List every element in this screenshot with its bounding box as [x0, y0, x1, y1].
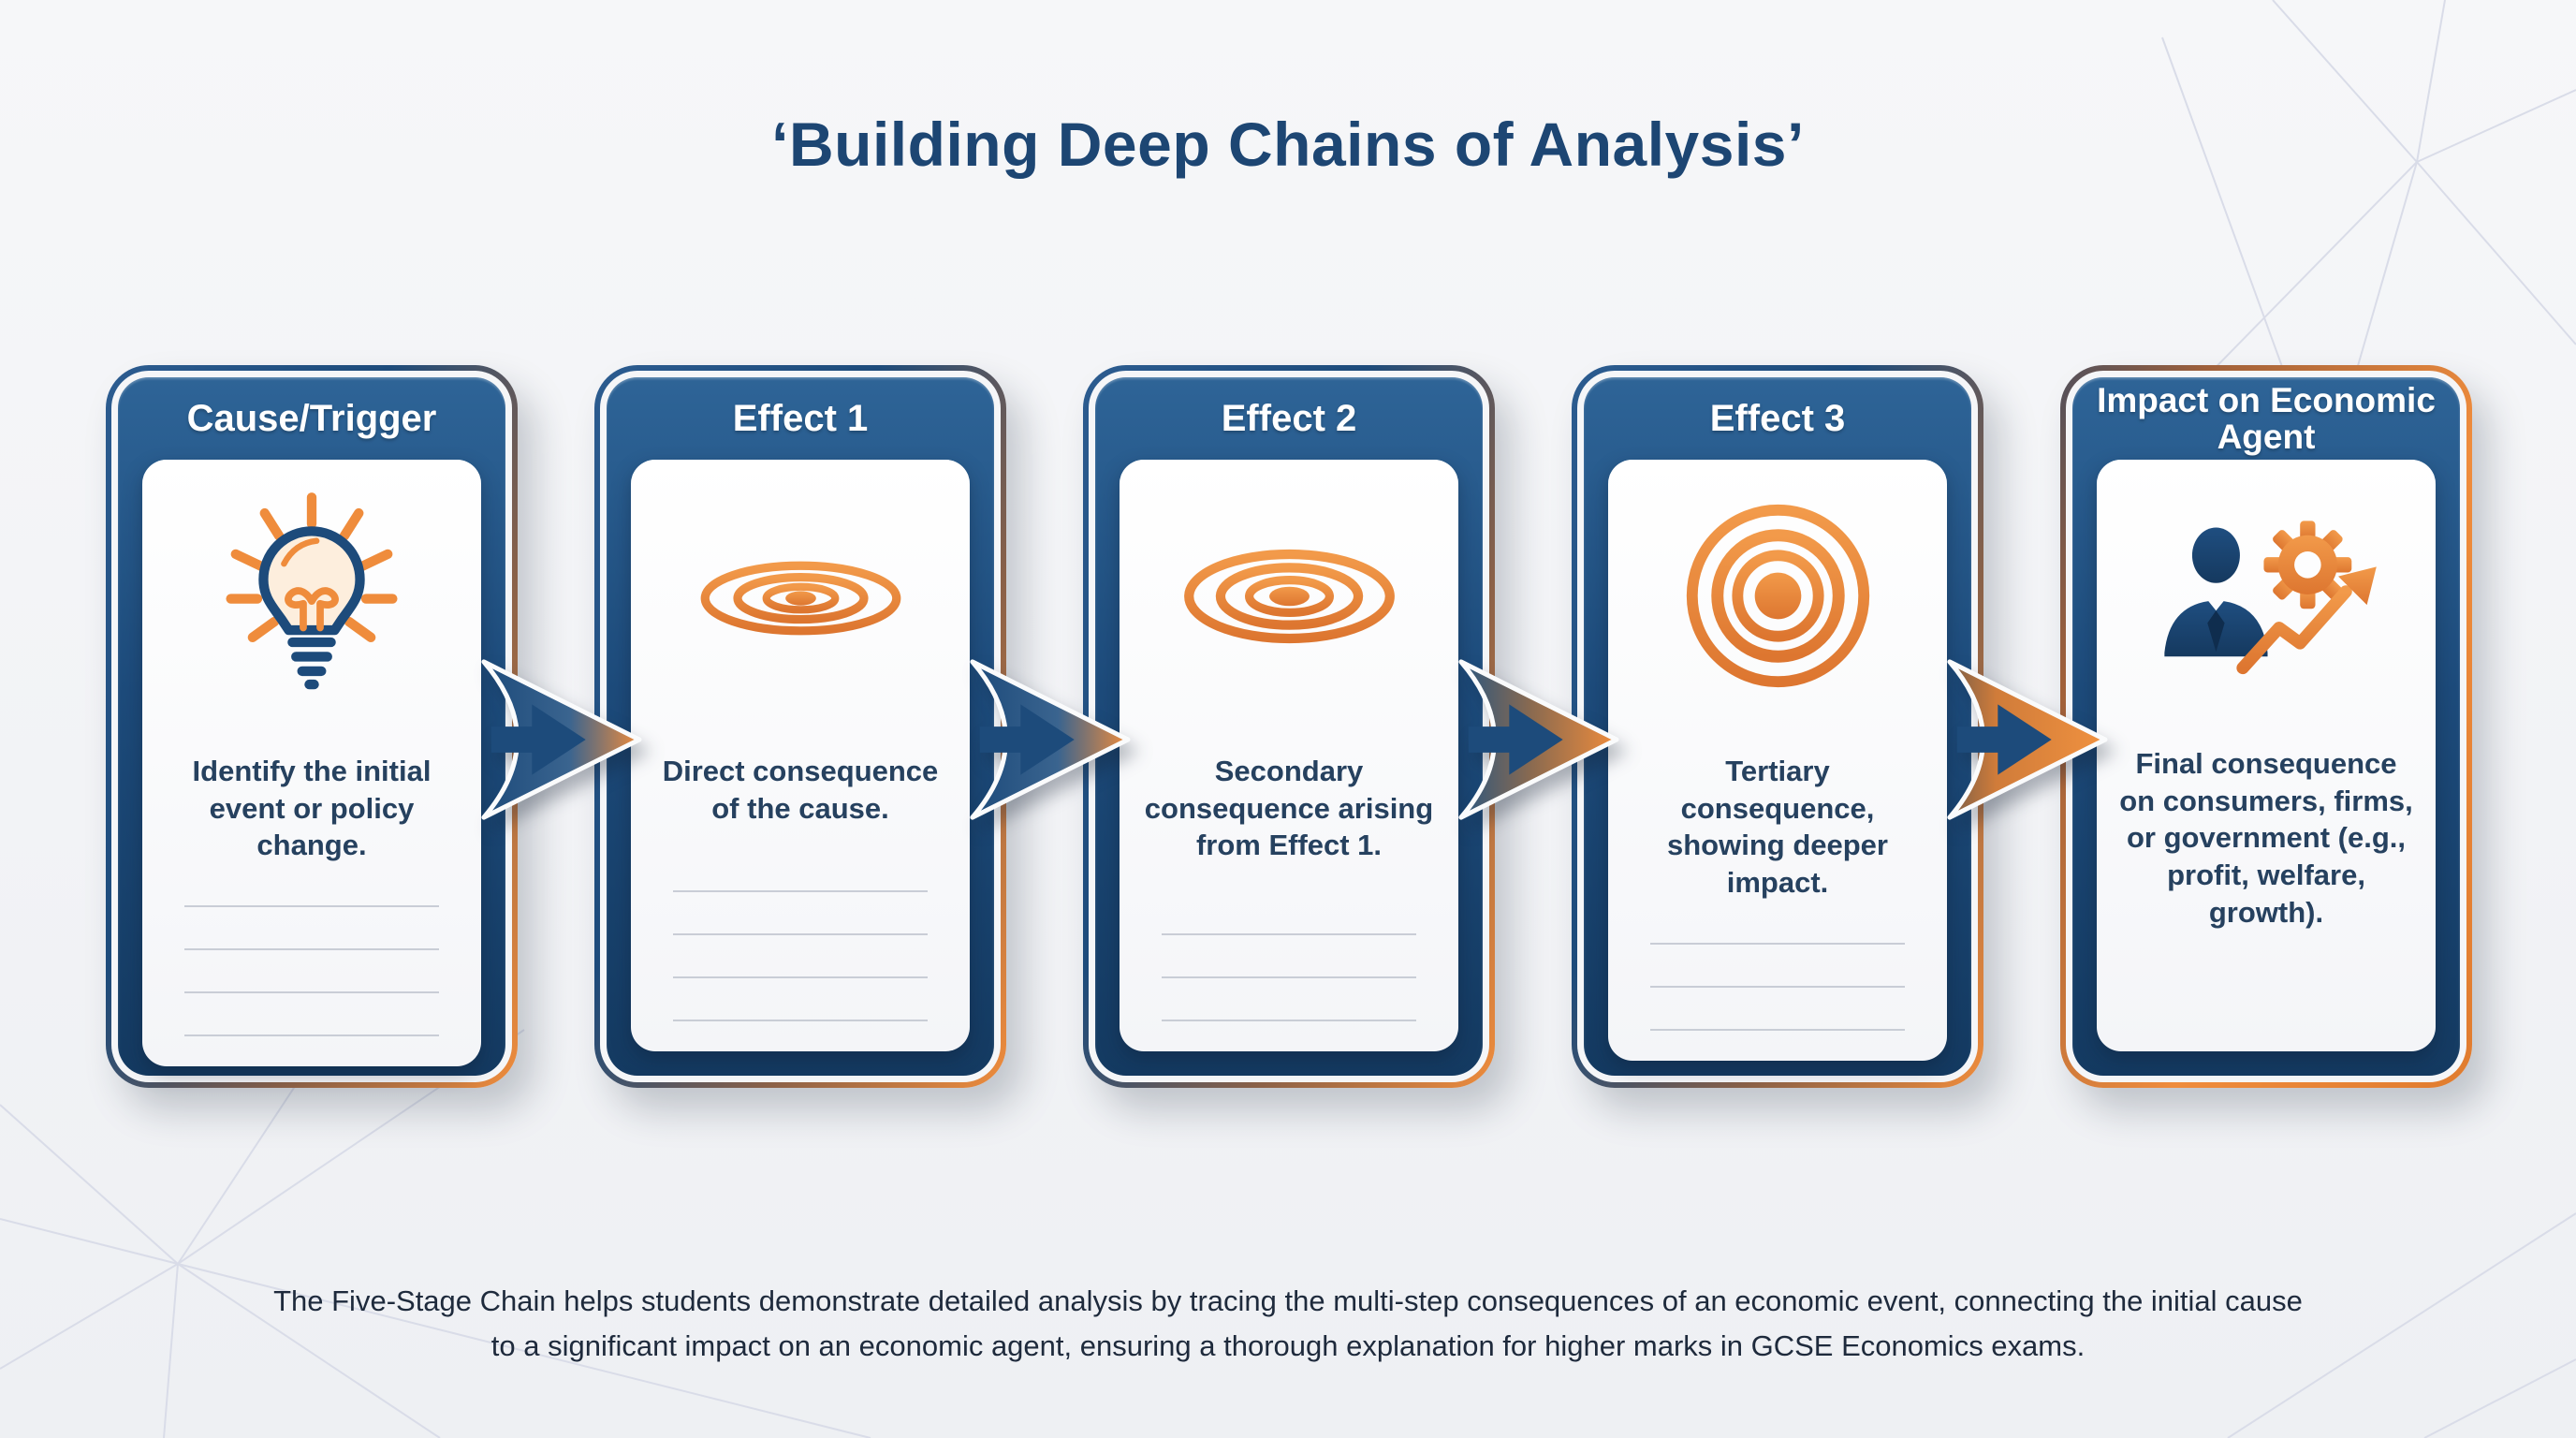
stage-card-cause-trigger: Cause/Trigger: [106, 365, 518, 1088]
stage-description: Final consequence on consumers, firms, o…: [2119, 747, 2413, 929]
stage-panel: Direct consequence of the cause.: [631, 460, 970, 1051]
stage-card-effect-3: Effect 3 Tertiary consequence, showing d…: [1572, 365, 1983, 1088]
stage-panel: Secondary consequence arising from Effec…: [1120, 460, 1458, 1051]
stage-header: Effect 3: [1608, 377, 1947, 460]
card-outline-gap: Effect 3 Tertiary consequence, showing d…: [1577, 371, 1978, 1082]
note-lines: [1150, 892, 1427, 1031]
stage-description: Direct consequence of the cause.: [662, 755, 939, 825]
note-line: [673, 933, 928, 935]
stage-description: Tertiary consequence, showing deeper imp…: [1667, 755, 1888, 900]
stage-card-impact-economic-agent: Impact on Economic Agent: [2060, 365, 2472, 1088]
note-line: [1162, 976, 1416, 978]
note-lines: [1639, 902, 1915, 1040]
stage-panel: Identify the initial event or policy cha…: [142, 460, 481, 1067]
note-line: [184, 991, 439, 994]
stage-description: Identify the initial event or policy cha…: [192, 755, 432, 862]
card-outline-gap: Effect 1 Direct consequence of the cause…: [600, 371, 1001, 1082]
note-line: [1650, 942, 1905, 945]
ripple-large-icon: [1179, 486, 1399, 706]
note-line: [673, 890, 928, 892]
ripple-small-icon: [695, 486, 906, 706]
note-line: [1650, 985, 1905, 988]
page-title: ‘Building Deep Chains of Analysis’: [771, 110, 1805, 179]
note-line: [673, 1020, 928, 1021]
note-line: [673, 976, 928, 978]
card-frame: Cause/Trigger: [118, 377, 505, 1076]
flow-arrow-icon: [471, 653, 647, 826]
card-frame: Impact on Economic Agent: [2072, 377, 2460, 1076]
stage-header: Effect 2: [1120, 377, 1458, 460]
stage-panel: Final consequence on consumers, firms, o…: [2097, 460, 2436, 1051]
note-line: [1650, 1028, 1905, 1031]
stage-panel: Tertiary consequence, showing deeper imp…: [1608, 460, 1947, 1061]
card-outline-gap: Effect 2 Secondary consequence arising f…: [1089, 371, 1489, 1082]
lightbulb-icon: [218, 486, 405, 706]
card-outline-gap: Impact on Economic Agent: [2066, 371, 2466, 1082]
flow-arrow-icon: [1937, 653, 2113, 826]
card-frame: Effect 1 Direct consequence of the cause…: [607, 377, 994, 1076]
note-line: [184, 948, 439, 951]
note-line: [184, 1034, 439, 1037]
stage-header-label: Impact on Economic Agent: [2097, 380, 2436, 456]
note-line: [1162, 933, 1416, 935]
card-outline-gap: Cause/Trigger: [111, 371, 512, 1082]
card-frame: Effect 2 Secondary consequence arising f…: [1095, 377, 1483, 1076]
stage-header: Effect 1: [631, 377, 970, 460]
flow-arrow-icon: [1448, 653, 1624, 826]
stage-description: Secondary consequence arising from Effec…: [1144, 755, 1434, 862]
stage-header-label: Cause/Trigger: [186, 397, 437, 439]
note-line: [1162, 1020, 1416, 1021]
card-frame: Effect 3 Tertiary consequence, showing d…: [1584, 377, 1971, 1076]
note-lines: [173, 864, 449, 1046]
stage-header-label: Effect 3: [1709, 397, 1846, 439]
flow-arrow-icon: [959, 653, 1135, 826]
stage-header-label: Effect 1: [732, 397, 869, 439]
stage-header: Cause/Trigger: [142, 377, 481, 460]
note-lines: [662, 849, 938, 1031]
target-icon: [1682, 486, 1874, 706]
stage-header-label: Effect 2: [1221, 397, 1357, 439]
stage-card-effect-2: Effect 2 Secondary consequence arising f…: [1083, 365, 1495, 1088]
note-line: [184, 905, 439, 908]
stage-card-effect-1: Effect 1 Direct consequence of the cause…: [594, 365, 1006, 1088]
note-lines: [2128, 1021, 2404, 1031]
stage-header: Impact on Economic Agent: [2097, 377, 2436, 460]
economic-agent-icon: [2147, 486, 2386, 706]
footer-caption: The Five-Stage Chain helps students demo…: [273, 1284, 2303, 1363]
